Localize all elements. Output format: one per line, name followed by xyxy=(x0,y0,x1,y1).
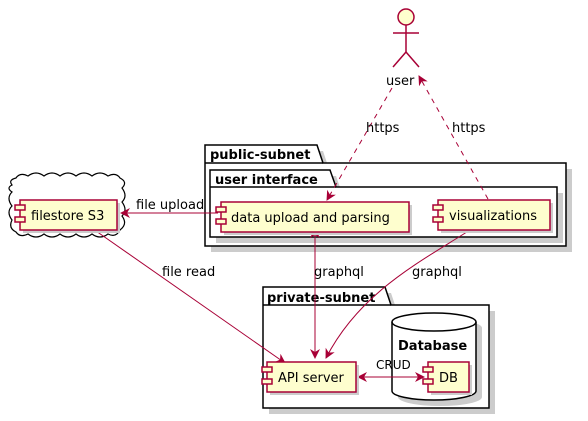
user-interface-title: user interface xyxy=(215,173,318,188)
component-db-label: DB xyxy=(439,371,458,386)
component-visualizations[interactable]: visualizations xyxy=(432,199,553,233)
edge-label-https-upload: https xyxy=(366,121,400,136)
component-api-server[interactable]: API server xyxy=(261,361,359,395)
component-data-upload-label: data upload and parsing xyxy=(231,211,390,226)
edge-filestore-api xyxy=(95,230,286,364)
edge-labels: https https file upload file read graphq… xyxy=(136,121,486,372)
public-subnet-title: public-subnet xyxy=(210,148,310,163)
component-db[interactable]: DB xyxy=(422,361,472,395)
component-filestore-label: filestore S3 xyxy=(31,209,104,224)
edge-label-crud: CRUD xyxy=(376,358,411,372)
component-api-server-label: API server xyxy=(278,371,345,386)
component-data-upload[interactable]: data upload and parsing xyxy=(215,201,412,235)
edge-label-file-upload: file upload xyxy=(136,198,204,213)
user-actor: user xyxy=(386,8,420,89)
edge-label-https-viz: https xyxy=(452,121,486,136)
edges xyxy=(95,75,489,382)
edge-label-graphql-viz: graphql xyxy=(412,265,462,280)
edge-label-graphql-upload: graphql xyxy=(314,265,364,280)
edge-label-file-read: file read xyxy=(162,265,215,280)
database-title: Database xyxy=(398,339,467,354)
component-visualizations-label: visualizations xyxy=(449,209,537,224)
user-label: user xyxy=(386,74,415,89)
private-subnet-title: private-subnet xyxy=(267,291,375,306)
component-filestore[interactable]: filestore S3 xyxy=(14,199,120,233)
edge-viz-api xyxy=(325,229,471,359)
edge-user-upload xyxy=(326,87,393,201)
edge-viz-user xyxy=(418,75,489,200)
